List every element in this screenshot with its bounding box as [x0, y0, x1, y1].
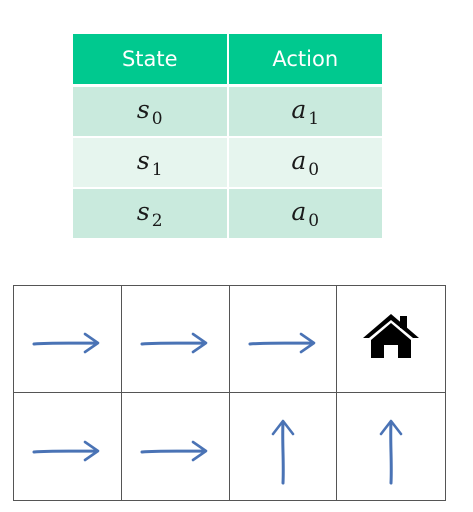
arrow-right-icon [32, 440, 100, 461]
action-symbol: a [291, 196, 307, 226]
arrow-right-icon [140, 440, 208, 461]
action-subscript: 1 [308, 108, 320, 129]
grid-cell [230, 393, 338, 500]
home-icon [363, 314, 420, 358]
state-symbol: s [136, 94, 150, 124]
grid-cell [14, 286, 122, 393]
grid-cell [337, 393, 445, 500]
state-subscript: 1 [151, 159, 163, 180]
grid-cell-goal [337, 286, 445, 393]
action-symbol: a [291, 145, 307, 175]
grid-cell [229, 286, 338, 393]
action-column-header: Action [227, 34, 382, 87]
action-symbol: a [291, 94, 307, 124]
state-symbol: s [136, 145, 150, 175]
state-subscript: 0 [151, 108, 163, 129]
arrow-up-icon [379, 419, 403, 484]
grid-cell [122, 393, 230, 500]
arrow-up-icon [271, 419, 295, 484]
table-header-row: State Action [73, 34, 382, 87]
state-column-header: State [73, 34, 229, 87]
action-subscript: 0 [308, 210, 320, 231]
grid-cell [14, 393, 122, 500]
arrow-right-icon [248, 332, 316, 354]
grid-world [13, 285, 446, 501]
grid-cell [121, 286, 230, 393]
state-symbol: s [136, 196, 150, 226]
state-subscript: 2 [151, 210, 163, 231]
arrow-right-icon [140, 332, 208, 354]
arrow-right-icon [32, 332, 100, 354]
action-subscript: 0 [308, 159, 320, 180]
